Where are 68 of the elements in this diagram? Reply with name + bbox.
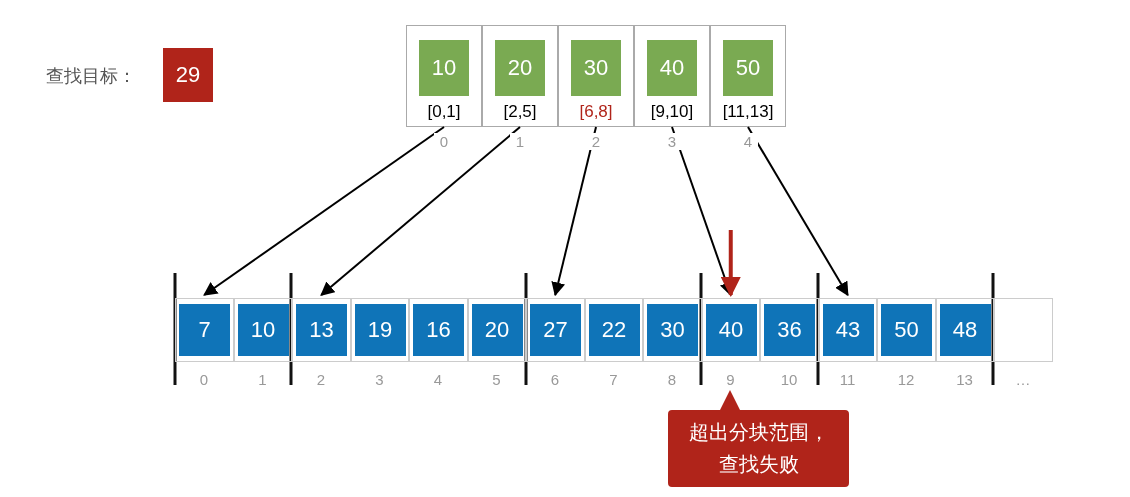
arrow <box>551 126 597 297</box>
array-cell <box>467 298 526 362</box>
value-tile: 10 <box>419 40 469 96</box>
index-number: 7 <box>608 371 619 388</box>
range-text: [2,5] <box>502 102 538 122</box>
value-tile: 43 <box>822 304 874 356</box>
target-value: 29 <box>163 48 213 102</box>
array-cell <box>233 298 292 362</box>
value-tile: 22 <box>588 304 640 356</box>
array-cell <box>643 298 702 362</box>
value-tile: 48 <box>939 304 991 356</box>
arrow <box>720 230 741 297</box>
value-tile: 10 <box>237 304 289 356</box>
index-number: 4 <box>432 371 444 388</box>
array-cell <box>292 298 351 362</box>
arrow <box>203 126 445 296</box>
value-tile: 30 <box>571 40 621 96</box>
index-number: 6 <box>549 371 561 388</box>
value-tile: 7 <box>179 304 230 356</box>
index-number: 2 <box>315 371 327 388</box>
index-cell <box>482 25 558 127</box>
value-tile: 36 <box>764 304 815 356</box>
range-text: [9,10] <box>649 102 695 122</box>
value-tile: 20 <box>471 304 523 356</box>
index-number: 13 <box>955 371 974 388</box>
value-tile: 13 <box>296 304 347 356</box>
range-text: [11,13] <box>721 102 775 122</box>
index-cell <box>710 25 786 127</box>
index-number: 10 <box>779 371 799 388</box>
index-number: 12 <box>896 371 916 388</box>
index-number: 5 <box>491 371 502 388</box>
array-cell <box>526 298 585 362</box>
array-cell <box>350 298 409 362</box>
value-tile: 40 <box>705 304 757 356</box>
callout-bubble <box>668 390 849 487</box>
range-text: [0,1] <box>426 102 462 122</box>
value-tile: 27 <box>530 304 581 356</box>
index-number: 9 <box>725 371 736 388</box>
value-tile: 19 <box>354 304 406 356</box>
value-tile: 50 <box>723 40 773 96</box>
value-tile: 40 <box>647 40 697 96</box>
range-text: [6,8] <box>578 102 614 122</box>
value-tile: 50 <box>881 304 932 356</box>
index-number: 1 <box>257 371 268 388</box>
array-cell <box>760 298 819 362</box>
arrow <box>320 126 521 296</box>
index-number: 8 <box>666 371 678 388</box>
array-cell <box>994 298 1053 362</box>
index-number: 11 <box>838 371 857 388</box>
array-cell <box>935 298 994 362</box>
index-number: 0 <box>198 371 210 388</box>
array-cell <box>175 298 234 362</box>
index-number: 3 <box>374 371 385 388</box>
index-number: … <box>1014 371 1032 388</box>
callout-text: 超出分块范围，查找失败 <box>687 420 830 477</box>
value-tile: 30 <box>647 304 698 356</box>
index-cell <box>634 25 710 127</box>
index-cell <box>406 25 482 127</box>
array-cell <box>584 298 643 362</box>
index-cell <box>558 25 634 127</box>
array-cell <box>701 298 760 362</box>
array-cell <box>409 298 468 362</box>
arrow <box>747 126 849 297</box>
value-tile: 20 <box>495 40 545 96</box>
value-tile: 16 <box>413 304 464 356</box>
target-label: 查找目标： <box>46 65 136 88</box>
array-cell <box>818 298 877 362</box>
array-cell <box>877 298 936 362</box>
